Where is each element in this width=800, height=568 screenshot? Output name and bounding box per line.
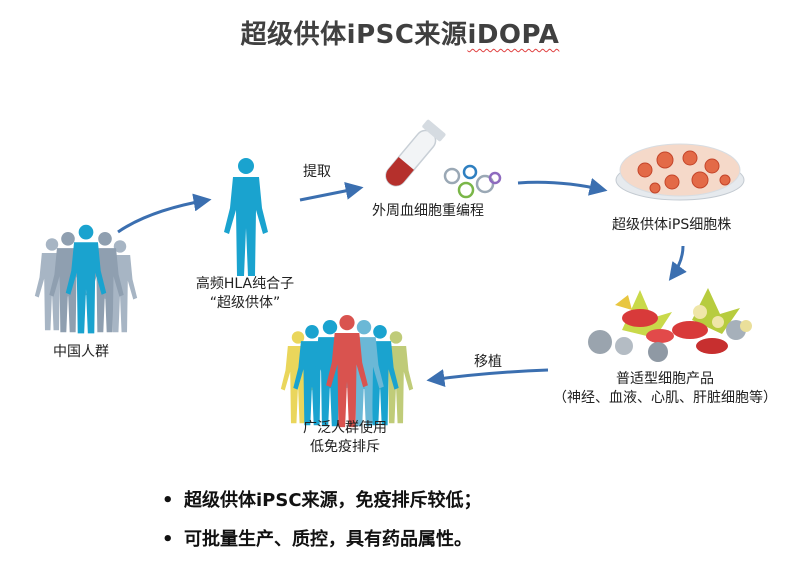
bullet-list: • 超级供体iPSC来源，免疫排斥较低； • 可批量生产、质控，具有药品属性。: [162, 486, 482, 564]
donor-person-icon: [224, 158, 268, 276]
label-donor: 高频HLA纯合子 “超级供体”: [186, 275, 304, 313]
label-products-line1: 普适型细胞产品: [616, 371, 714, 387]
title-prefix: 超级供体iPSC来源: [240, 20, 468, 50]
petri-dish-icon: [615, 143, 745, 201]
arrow-population-to-donor: [117, 193, 212, 234]
blood-tube-icon: [385, 119, 446, 187]
dna-rings-icon: [443, 164, 502, 199]
bullet-item: • 可批量生产、质控，具有药品属性。: [162, 525, 482, 555]
label-recipients-line2: 低免疫排斥: [310, 439, 380, 455]
arrow-extract: [299, 181, 364, 202]
label-population: 中国人群: [53, 344, 109, 360]
label-recipients: 广泛人群使用 低免疫排斥: [290, 419, 400, 457]
arrow-reprogram-to-line: [517, 178, 608, 196]
bullet-dot-icon: •: [162, 490, 174, 511]
label-transplant: 移植: [474, 354, 502, 370]
label-recipients-line1: 广泛人群使用: [303, 420, 387, 436]
arrow-line-to-products: [668, 245, 687, 281]
label-products: 普适型细胞产品 （神经、血液、心肌、肝脏细胞等）: [540, 370, 790, 408]
label-cell-line: 超级供体iPS细胞株: [612, 217, 732, 233]
mixed-cells-icon: [588, 288, 752, 362]
bullet-text: 超级供体iPSC来源，免疫排斥较低；: [184, 490, 482, 511]
population-group-icon: [34, 224, 138, 334]
bullet-text: 可批量生产、质控，具有药品属性。: [184, 529, 472, 550]
label-reprogram: 外周血细胞重编程: [372, 203, 484, 219]
title-suffix: iDOPA: [467, 20, 560, 50]
page-title: 超级供体iPSC来源iDOPA: [0, 14, 800, 51]
arrow-transplant: [426, 368, 549, 388]
flow-arrows: [117, 178, 687, 388]
label-donor-line1: 高频HLA纯合子: [195, 276, 295, 292]
label-products-line2: （神经、血液、心肌、肝脏细胞等）: [553, 390, 777, 406]
recipients-group-icon: [280, 315, 414, 428]
label-donor-line2: “超级供体”: [209, 295, 281, 311]
label-extract: 提取: [303, 164, 331, 180]
bullet-item: • 超级供体iPSC来源，免疫排斥较低；: [162, 486, 482, 516]
bullet-dot-icon: •: [162, 529, 174, 550]
